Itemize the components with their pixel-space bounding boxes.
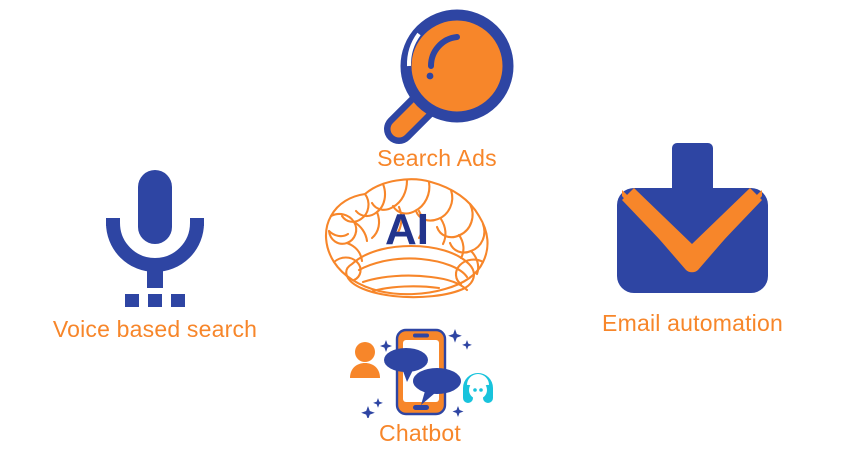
- brain-icon: AI: [307, 172, 507, 302]
- feature-voice-based-search[interactable]: Voice based search: [30, 168, 280, 343]
- microphone-icon: [95, 168, 215, 308]
- brain-ai-text: AI: [385, 205, 429, 254]
- feature-label-search-ads: Search Ads: [377, 145, 497, 171]
- headset-bot-icon: [463, 372, 493, 403]
- sparkle-icon: [361, 329, 472, 420]
- feature-chatbot[interactable]: Chatbot: [340, 326, 500, 447]
- feature-label-chatbot: Chatbot: [379, 420, 461, 446]
- feature-search-ads[interactable]: Search Ads: [332, 4, 542, 172]
- envelope-download-icon: [605, 140, 780, 300]
- feature-ai-brain[interactable]: AI: [302, 172, 512, 302]
- magnifying-glass-icon: [347, 4, 527, 149]
- feature-email-automation[interactable]: Email automation: [570, 140, 815, 337]
- person-icon: [350, 342, 380, 378]
- feature-label-voice-based-search: Voice based search: [52, 316, 258, 342]
- chatbot-phone-icon: [345, 326, 495, 420]
- feature-label-email-automation: Email automation: [602, 310, 783, 336]
- chat-bubble-icon: [384, 348, 461, 405]
